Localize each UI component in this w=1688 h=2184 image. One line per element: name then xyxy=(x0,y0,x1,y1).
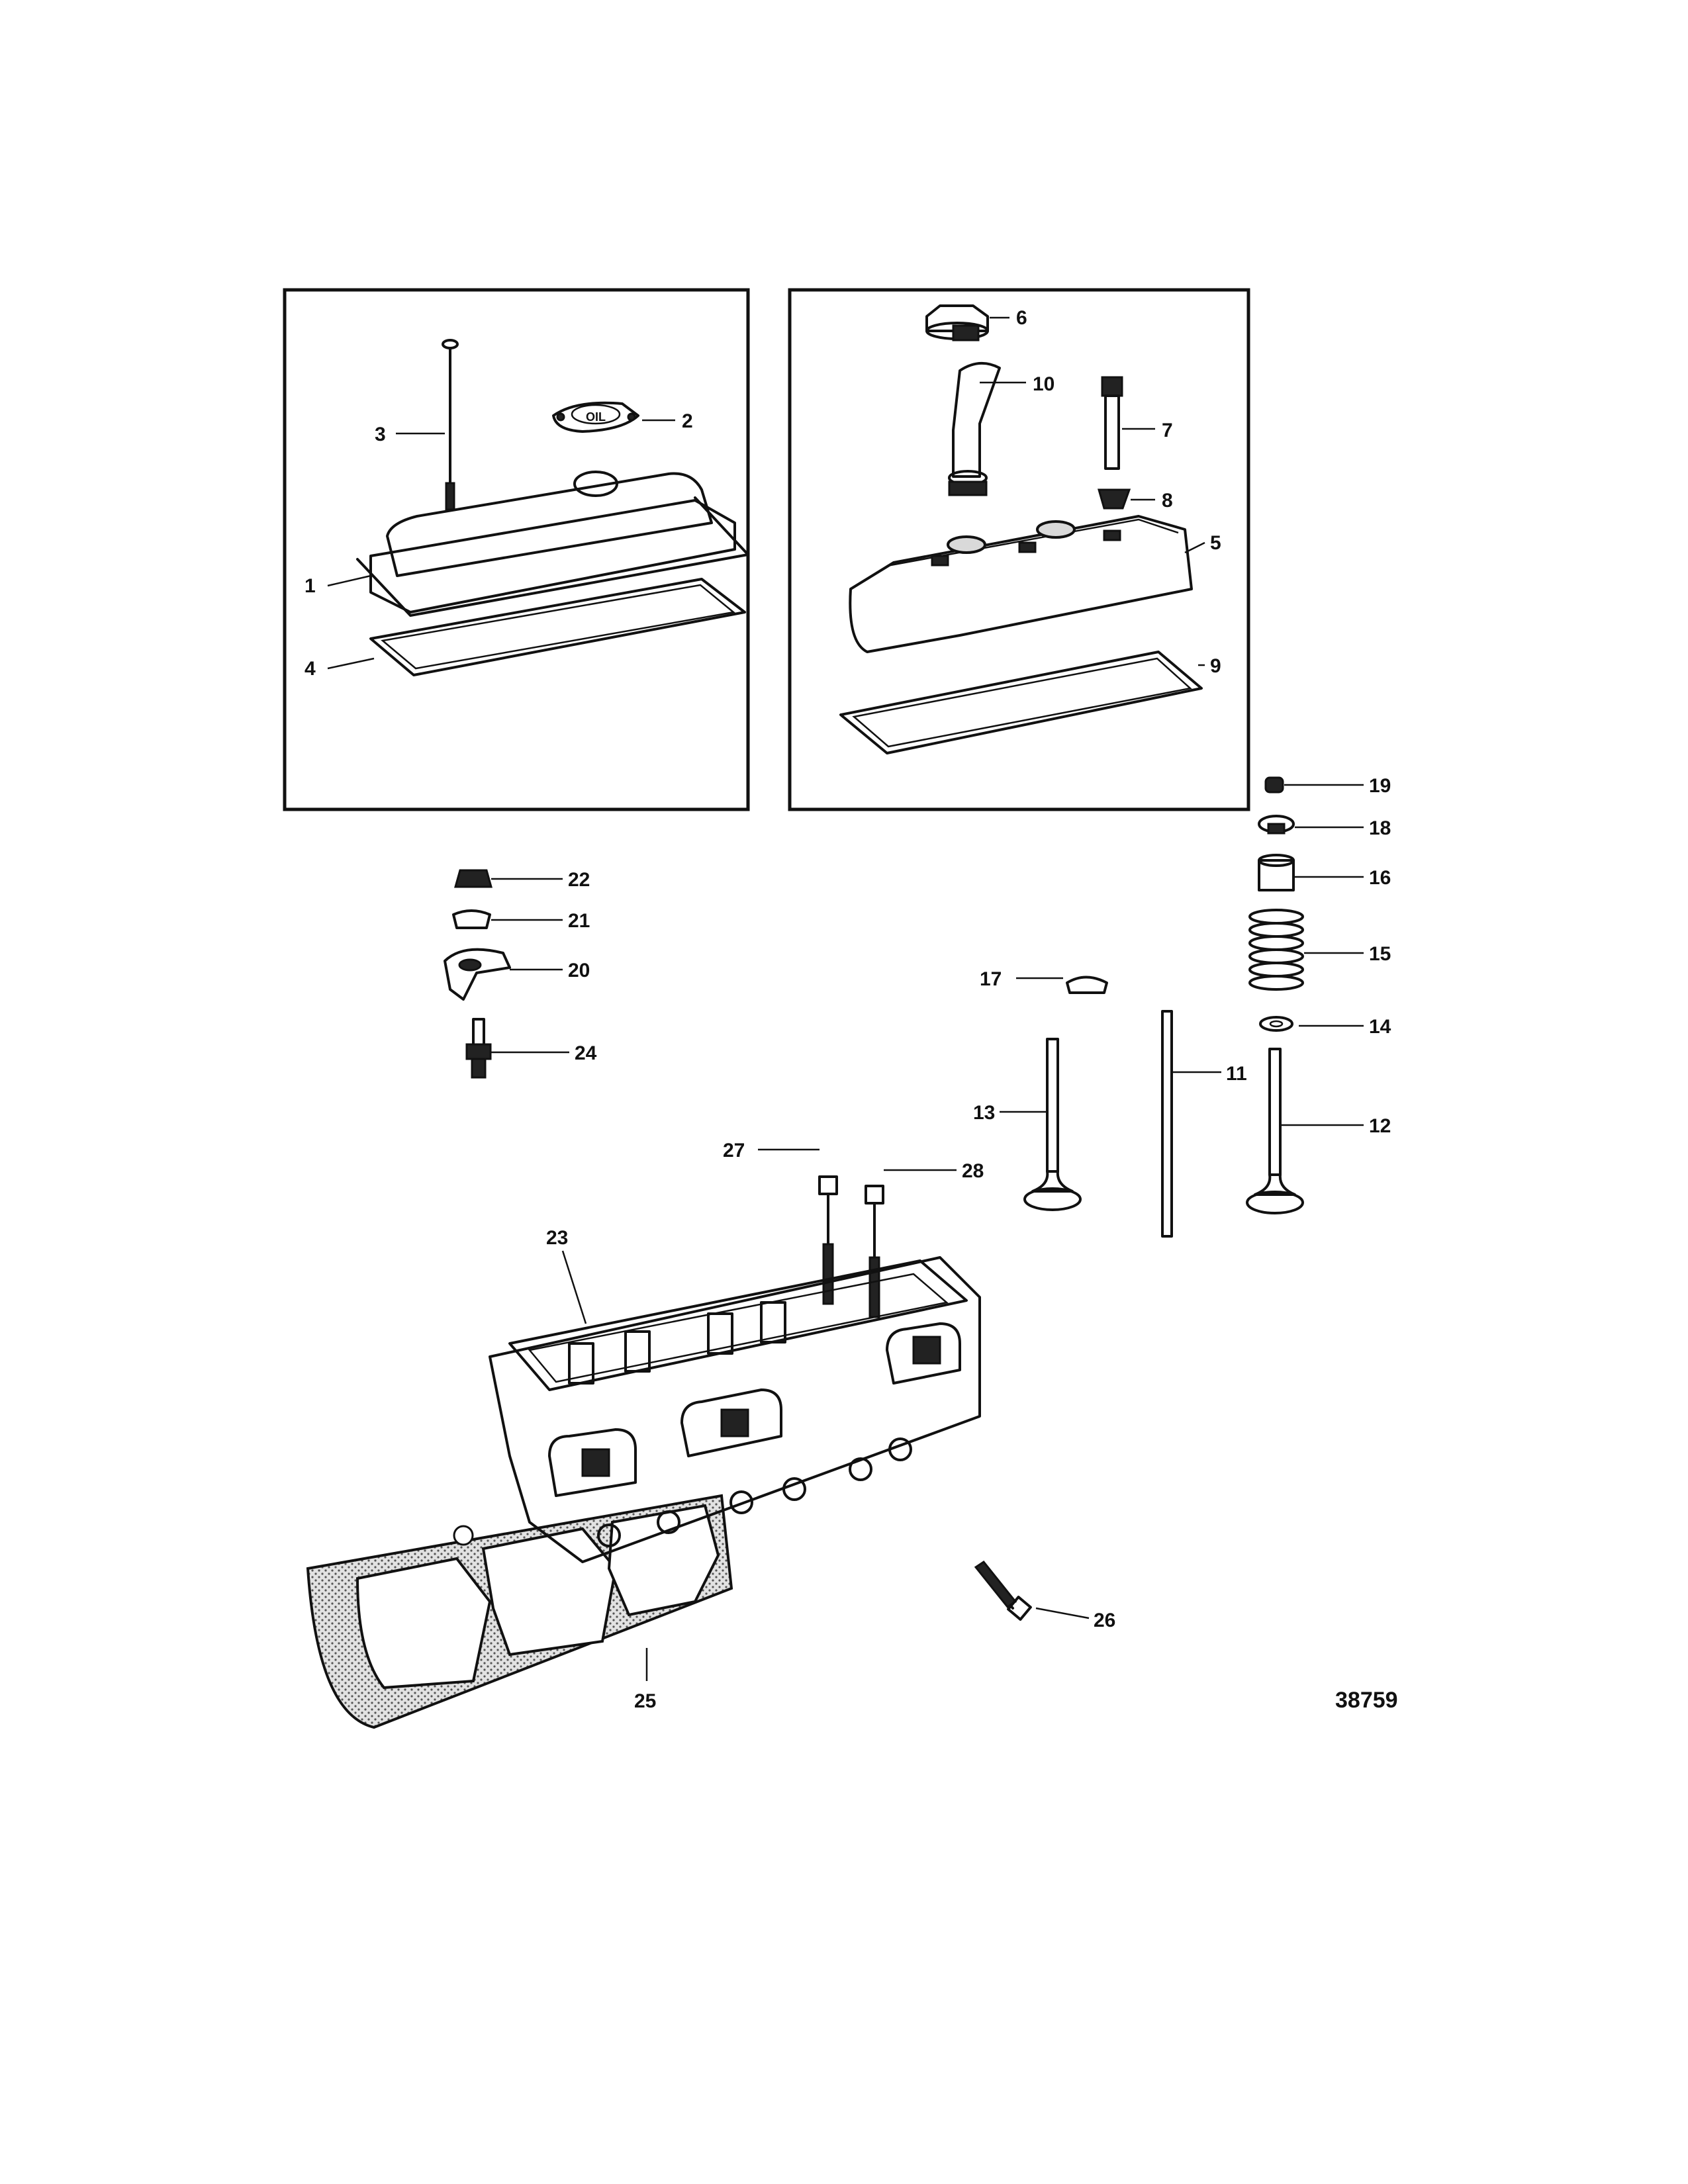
cover-screw xyxy=(442,339,459,511)
rocker-nut xyxy=(454,869,492,888)
cover-bolt xyxy=(1101,376,1123,470)
callout-23: 23 xyxy=(546,1227,568,1249)
callout-15: 15 xyxy=(1369,943,1391,965)
callout-6: 6 xyxy=(1016,307,1027,329)
breather-cap xyxy=(925,304,989,341)
exhaust-valve xyxy=(1246,1048,1304,1214)
inset-frame-left xyxy=(283,288,750,811)
callout-7: 7 xyxy=(1162,420,1173,441)
spark-plug xyxy=(974,1560,1032,1621)
callout-5: 5 xyxy=(1210,532,1221,554)
callout-27: 27 xyxy=(723,1140,745,1161)
valve-spring-retainer xyxy=(1258,815,1295,835)
callout-24: 24 xyxy=(575,1042,597,1064)
valve-cover-stamped xyxy=(849,515,1193,653)
callout-9: 9 xyxy=(1210,655,1221,677)
callout-8: 8 xyxy=(1162,490,1173,512)
callout-14: 14 xyxy=(1369,1016,1391,1038)
grommet xyxy=(1098,488,1131,510)
callout-25: 25 xyxy=(634,1690,656,1712)
intake-valve xyxy=(1023,1038,1082,1211)
head-gasket xyxy=(306,1494,733,1729)
oil-fill-tube xyxy=(948,361,1001,496)
rocker-ball xyxy=(452,909,491,929)
callout-17: 17 xyxy=(980,968,1002,990)
valve-spring xyxy=(1248,909,1304,991)
callout-21: 21 xyxy=(568,910,590,932)
callout-labels: 3 2 1 4 6 10 7 8 5 9 19 18 16 15 14 17 1… xyxy=(305,307,1398,1713)
head-bolt-short xyxy=(865,1185,884,1318)
callout-13: 13 xyxy=(973,1102,995,1124)
callout-11: 11 xyxy=(1226,1063,1247,1085)
figure-number: 38759 xyxy=(1335,1688,1398,1713)
inset-frame-right xyxy=(788,288,1250,811)
rocker-arm xyxy=(444,948,511,1001)
head-bolt-long xyxy=(818,1175,838,1305)
callout-26: 26 xyxy=(1094,1610,1115,1631)
valve-keys xyxy=(1264,776,1284,794)
callout-4: 4 xyxy=(305,658,316,680)
push-rod xyxy=(1161,1010,1173,1238)
leader-lines xyxy=(327,316,1364,1681)
callout-10: 10 xyxy=(1033,373,1055,395)
oil-fill-cap: OIL xyxy=(552,401,639,433)
installed-valve-springs xyxy=(568,1301,786,1385)
callout-22: 22 xyxy=(568,869,590,891)
callout-28: 28 xyxy=(962,1160,984,1182)
valve-cover-finned xyxy=(356,471,749,617)
callout-16: 16 xyxy=(1369,867,1391,889)
callout-3: 3 xyxy=(375,424,386,445)
rocker-stud xyxy=(465,1018,492,1079)
callout-19: 19 xyxy=(1369,775,1391,797)
valve-stem-seal xyxy=(1066,976,1108,994)
callout-18: 18 xyxy=(1369,817,1391,839)
valve-spring-shim xyxy=(1259,1016,1293,1032)
callout-2: 2 xyxy=(682,410,693,432)
callout-12: 12 xyxy=(1369,1115,1391,1137)
valve-spring-shield xyxy=(1258,854,1295,891)
cylinder-head xyxy=(489,1256,981,1563)
valve-cover-gasket-left xyxy=(369,578,746,676)
callout-1: 1 xyxy=(305,575,316,597)
callout-20: 20 xyxy=(568,960,590,981)
oil-cap-text: OIL xyxy=(586,410,606,424)
valve-cover-gasket-right xyxy=(839,651,1203,754)
